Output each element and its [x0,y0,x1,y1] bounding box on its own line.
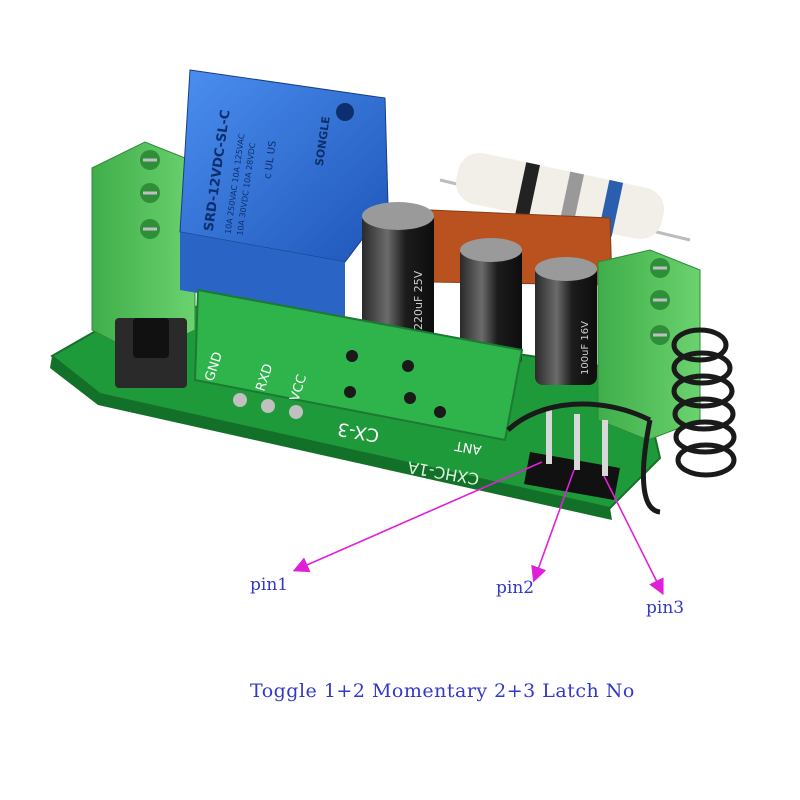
right-terminal-block [597,249,701,441]
capacitor-middle [460,238,522,366]
pin1-arrow [292,461,543,573]
coil-antenna [506,327,737,515]
pin3-arrow [603,475,664,596]
pin-arrows [292,461,664,596]
songle-logo-icon [336,103,354,121]
capacitor-large-label: 220uF 25V [412,270,425,330]
relay: SRD-12VDC-SL-C 10A 250VAC 10A 125VAC 10A… [179,69,389,318]
capacitor-small-label: 100uF 16V [580,321,591,375]
receiver-module: GND RXD VCC CX-3 ANT [193,288,524,457]
pin2-arrow [531,469,575,583]
capacitor-small: 100uF 16V [535,257,597,385]
capacitor-large: 220uF 25V [362,202,434,342]
push-button [115,318,187,388]
pin2-label: pin2 [496,578,535,598]
left-terminal-block [91,141,196,357]
pin3-label: pin3 [646,598,685,618]
pin1-label: pin1 [250,575,289,595]
pcb-edge [50,356,612,520]
jumper-mode-caption: Toggle 1+2 Momentary 2+3 Latch No [250,680,635,702]
module-ant-label: ANT [454,437,483,456]
relay-cert: c UL US [263,140,279,180]
